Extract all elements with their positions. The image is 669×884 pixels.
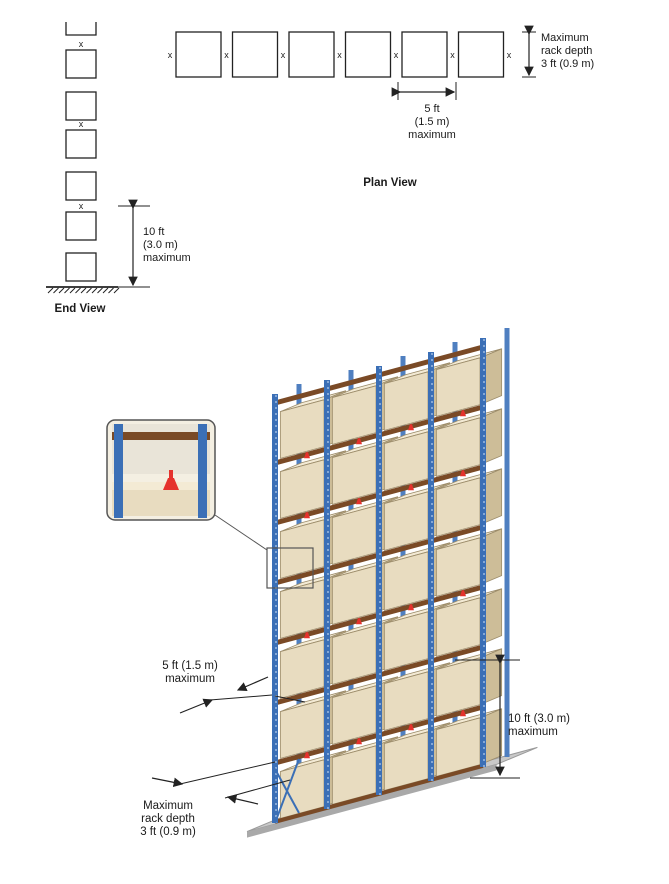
rack-depth-label: Maximum rack depth 3 ft (0.9 m) xyxy=(140,800,196,838)
rack-sprinkler xyxy=(460,710,466,717)
rack-sprinkler xyxy=(304,752,310,759)
end-floor-hatch xyxy=(47,287,54,294)
end-floor-hatch xyxy=(64,287,70,294)
rack-spacing-label: 5 ft (1.5 m) maximum xyxy=(162,660,218,685)
callout-line xyxy=(214,514,268,551)
inset-sprinkler xyxy=(163,478,179,490)
rack-height-label: 10 ft (3.0 m) maximum xyxy=(508,713,570,738)
rack-sprinkler xyxy=(408,724,414,731)
end-box xyxy=(65,22,97,36)
rack-sprinkler xyxy=(356,618,362,625)
inset-upright xyxy=(114,424,123,518)
end-view-drawing: x x x xyxy=(46,22,150,294)
rack-sprinkler xyxy=(460,410,466,417)
plan-depth-label: Maximum rack depth 3 ft (0.9 m) xyxy=(541,32,595,70)
plan-sprinkler-mark: x xyxy=(394,50,399,60)
end-floor-hatch xyxy=(58,287,65,294)
plan-sprinkler-mark: x xyxy=(337,50,342,60)
sprinkler-detail-inset xyxy=(106,419,314,589)
rack-sprinkler xyxy=(356,438,362,445)
end-floor-hatch xyxy=(80,287,87,294)
inset-beam xyxy=(112,432,210,440)
rack-depth-line xyxy=(179,761,276,785)
end-box xyxy=(65,171,97,201)
end-floor-hatch xyxy=(97,287,103,294)
rack-spacing-line xyxy=(209,694,273,701)
rack-illustration xyxy=(246,328,538,838)
end-box xyxy=(65,91,97,121)
rack-sprinkler xyxy=(304,632,310,639)
rack-spacing-arrow xyxy=(179,698,214,714)
plan-sprinkler-mark: x xyxy=(507,50,512,60)
end-floor-hatch xyxy=(69,287,76,294)
callout-box xyxy=(266,547,314,589)
inset-box-top xyxy=(112,482,210,490)
plan-rack xyxy=(401,31,448,78)
end-sprinkler-mark: x xyxy=(79,201,84,211)
inset-sprinkler-pipe xyxy=(169,470,173,479)
inset-upright xyxy=(198,424,207,518)
end-height-label: 10 ft (3.0 m) maximum xyxy=(143,226,191,264)
plan-rack xyxy=(288,31,335,78)
rack-sprinkler xyxy=(304,512,310,519)
end-view-title: End View xyxy=(54,303,106,315)
end-box xyxy=(65,49,97,79)
rack-dimension-lines xyxy=(151,654,520,805)
plan-sprinkler-mark: x xyxy=(168,50,173,60)
end-box xyxy=(65,129,97,159)
end-sprinkler-mark: x xyxy=(79,39,84,49)
rack-floor-edge xyxy=(247,764,497,838)
plan-view-title: Plan View xyxy=(363,177,417,189)
end-box xyxy=(65,211,97,241)
plan-rack xyxy=(457,31,505,78)
plan-rack xyxy=(175,31,222,78)
rack-sprinkler xyxy=(408,424,414,431)
rack-sprinkler xyxy=(408,484,414,491)
rack-sprinkler xyxy=(408,604,414,611)
end-box xyxy=(65,252,97,282)
plan-spacing-label: 5 ft (1.5 m) maximum xyxy=(408,103,456,141)
rack-sprinkler xyxy=(304,452,310,459)
end-floor-hatch xyxy=(86,287,92,294)
plan-sprinkler-mark: x xyxy=(281,50,286,60)
rack-depth-arrow xyxy=(151,777,184,788)
end-sprinkler-mark: x xyxy=(79,119,84,129)
end-floor-hatch xyxy=(108,287,114,294)
plan-sprinkler-mark: x xyxy=(224,50,229,60)
end-floor-hatch xyxy=(91,287,98,294)
plan-rack xyxy=(344,31,392,78)
end-floor-hatch xyxy=(75,287,81,294)
plan-rack xyxy=(231,31,279,78)
end-floor-hatch xyxy=(113,287,120,294)
rack-brace xyxy=(274,768,300,814)
rack-spacing-line xyxy=(274,695,306,703)
plan-sprinkler-mark: x xyxy=(450,50,455,60)
rack-sprinkler xyxy=(460,470,466,477)
inset-back xyxy=(112,424,210,474)
end-floor-hatch xyxy=(102,287,109,294)
inset-box xyxy=(112,488,210,516)
rack-spacing-arrow xyxy=(236,676,269,692)
rack-sprinkler xyxy=(460,590,466,597)
rack-sprinkler xyxy=(356,738,362,745)
rack-depth-arrow xyxy=(226,794,259,805)
rack-sprinkler xyxy=(356,498,362,505)
end-floor-hatch xyxy=(53,287,59,294)
